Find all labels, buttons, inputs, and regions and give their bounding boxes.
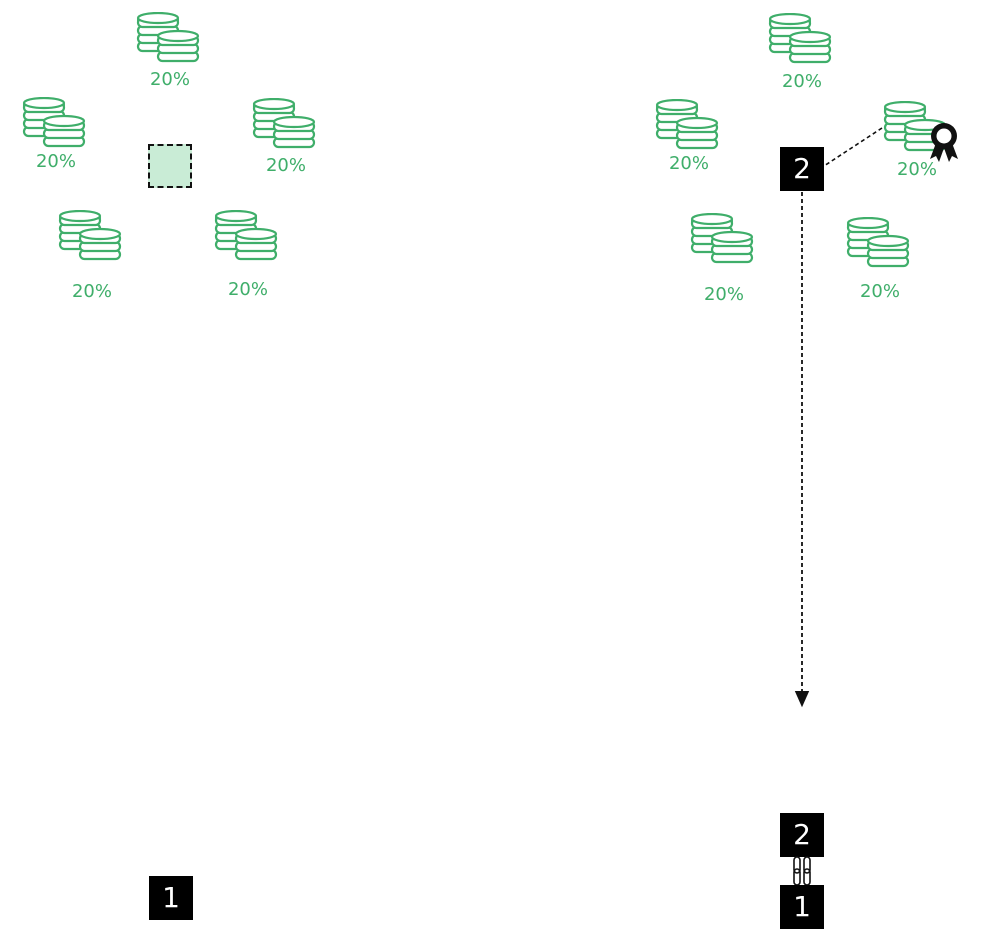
validator-stake: 20%: [246, 98, 326, 182]
coin-stack-icon: [22, 97, 86, 148]
stake-share-label: 20%: [668, 153, 709, 174]
stake-share-label: 20%: [859, 281, 900, 302]
stake-share-label: 20%: [265, 155, 306, 176]
stake-share-label: 20%: [703, 284, 744, 305]
coin-stack-icon: [768, 13, 832, 64]
award-ribbon-icon: [930, 123, 958, 162]
chain-block: 1: [149, 876, 193, 920]
validator-stake: 20%: [52, 210, 132, 302]
chain-link-icon: [793, 856, 811, 886]
stake-share-label: 20%: [71, 281, 112, 302]
chain-block: 1: [780, 885, 824, 929]
validator-stake: 20%: [16, 97, 96, 181]
validator-stake: 20%: [762, 13, 842, 97]
validator-stake: 20%: [208, 210, 288, 300]
validator-stake: 20%: [684, 213, 764, 305]
coin-stack-icon: [655, 99, 719, 150]
pending-block-placeholder: [148, 144, 192, 188]
validator-stake-winner: 20%: [877, 101, 958, 185]
coin-stack-icon: [58, 210, 122, 261]
stake-share-label: 20%: [781, 71, 822, 92]
coin-stack-icon: [846, 217, 910, 268]
validator-stake: 20%: [130, 12, 210, 96]
winner-to-block-connector: [823, 127, 883, 167]
coin-stack-icon: [214, 210, 278, 261]
proposed-block: 2: [780, 147, 824, 191]
stake-share-label: 20%: [149, 69, 190, 90]
coin-stack-icon: [690, 213, 754, 264]
coin-stack-icon: [136, 12, 200, 63]
validator-stake: 20%: [840, 217, 920, 302]
stake-share-label: 20%: [227, 279, 268, 300]
validator-stake: 20%: [649, 99, 729, 183]
coin-stack-icon: [252, 98, 316, 149]
stake-share-label: 20%: [896, 159, 937, 180]
chain-block: 2: [780, 813, 824, 857]
stake-share-label: 20%: [35, 151, 76, 172]
